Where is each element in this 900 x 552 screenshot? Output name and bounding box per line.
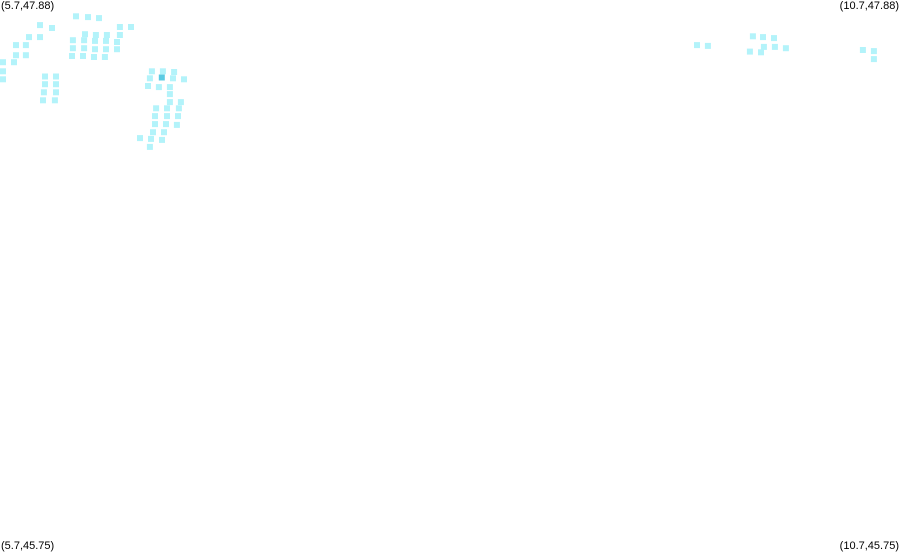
grid-cell bbox=[69, 53, 75, 59]
grid-cell bbox=[103, 46, 109, 53]
grid-cell bbox=[145, 83, 151, 89]
grid-cell bbox=[782, 45, 789, 52]
grid-cell bbox=[150, 129, 156, 136]
grid-cell bbox=[704, 42, 711, 49]
grid-cell bbox=[128, 24, 134, 30]
grid-cell bbox=[177, 99, 184, 106]
grid-cell bbox=[53, 81, 59, 88]
grid-cell bbox=[161, 129, 167, 136]
grid-cell bbox=[92, 46, 98, 53]
grid-cell bbox=[694, 42, 700, 49]
corner-label-top-right: (10.7,47.88) bbox=[839, 0, 899, 12]
corner-label-top-left: (5.7,47.88) bbox=[1, 0, 55, 12]
grid-cell bbox=[164, 113, 170, 120]
grid-cell bbox=[85, 14, 91, 21]
grid-cell bbox=[114, 46, 120, 53]
grid-cell bbox=[181, 76, 187, 83]
grid-cell bbox=[758, 49, 764, 56]
corner-label-bottom-right: (10.7,45.75) bbox=[839, 540, 899, 552]
grid-cell bbox=[771, 43, 778, 50]
grid-cell bbox=[173, 121, 180, 128]
grid-cell bbox=[81, 45, 88, 52]
grid-cell bbox=[760, 43, 767, 50]
grid-cell bbox=[175, 105, 182, 112]
grid-cell bbox=[37, 22, 43, 29]
grid-cell bbox=[42, 73, 48, 80]
grid-cell bbox=[91, 54, 97, 60]
grid-cell bbox=[0, 59, 6, 66]
grid-cell bbox=[116, 24, 123, 30]
grid-cell bbox=[116, 32, 123, 38]
grid-cell bbox=[40, 89, 47, 96]
grid-cell bbox=[746, 48, 753, 55]
grid-cell bbox=[146, 75, 153, 82]
grid-cell bbox=[166, 91, 173, 98]
highlighted-grid-cell bbox=[158, 74, 165, 81]
grid-cell bbox=[69, 45, 76, 52]
grid-cell bbox=[146, 143, 153, 150]
grid-cell bbox=[81, 37, 88, 44]
grid-cell bbox=[749, 33, 756, 40]
grid-cell bbox=[760, 34, 766, 41]
grid-cell bbox=[137, 135, 143, 142]
grid-cell bbox=[166, 84, 173, 91]
grid-cell bbox=[80, 53, 86, 59]
grid-cell bbox=[92, 32, 99, 38]
grid-cell bbox=[13, 52, 19, 59]
grid-cell bbox=[96, 15, 102, 22]
grid-cell bbox=[159, 136, 165, 143]
grid-cell bbox=[92, 37, 98, 44]
grid-cell bbox=[771, 35, 777, 42]
grid-cell bbox=[0, 76, 6, 83]
grid-cell bbox=[40, 97, 46, 104]
grid-cell bbox=[42, 81, 48, 88]
grid-cell bbox=[170, 75, 176, 82]
grid-cell bbox=[159, 68, 166, 75]
grid-cell bbox=[101, 54, 108, 60]
grid-cell bbox=[22, 42, 29, 49]
grid-cell bbox=[153, 105, 160, 112]
grid-cell bbox=[69, 37, 76, 44]
grid-cell bbox=[114, 39, 120, 45]
grid-cell bbox=[152, 113, 158, 120]
grid-cell bbox=[148, 68, 155, 75]
grid-cell bbox=[49, 25, 55, 31]
grid-cell bbox=[82, 31, 88, 38]
grid-cell bbox=[53, 89, 59, 96]
grid-cell bbox=[22, 52, 29, 59]
grid-cell bbox=[859, 47, 866, 53]
grid-cell bbox=[103, 37, 109, 44]
grid-cell bbox=[37, 34, 43, 41]
grid-cell bbox=[53, 73, 59, 80]
grid-cell bbox=[164, 105, 170, 112]
grid-cell bbox=[163, 121, 169, 128]
grid-cell bbox=[870, 48, 877, 55]
grid-cell bbox=[152, 121, 158, 128]
grid-cell bbox=[51, 97, 58, 104]
grid-cells-layer bbox=[0, 13, 877, 150]
grid-cell bbox=[26, 34, 32, 41]
grid-cell bbox=[175, 113, 181, 120]
grid-cell bbox=[0, 68, 6, 75]
grid-cell bbox=[171, 69, 178, 75]
grid-cell bbox=[148, 135, 154, 142]
grid-cell bbox=[166, 99, 173, 106]
grid-cell bbox=[155, 84, 162, 91]
corner-label-bottom-left: (5.7,45.75) bbox=[1, 540, 55, 552]
grid-cell bbox=[13, 42, 19, 49]
grid-cell bbox=[73, 13, 79, 20]
grid-cell bbox=[103, 32, 110, 38]
grid-cell bbox=[11, 59, 17, 66]
grid-cell bbox=[870, 56, 877, 63]
